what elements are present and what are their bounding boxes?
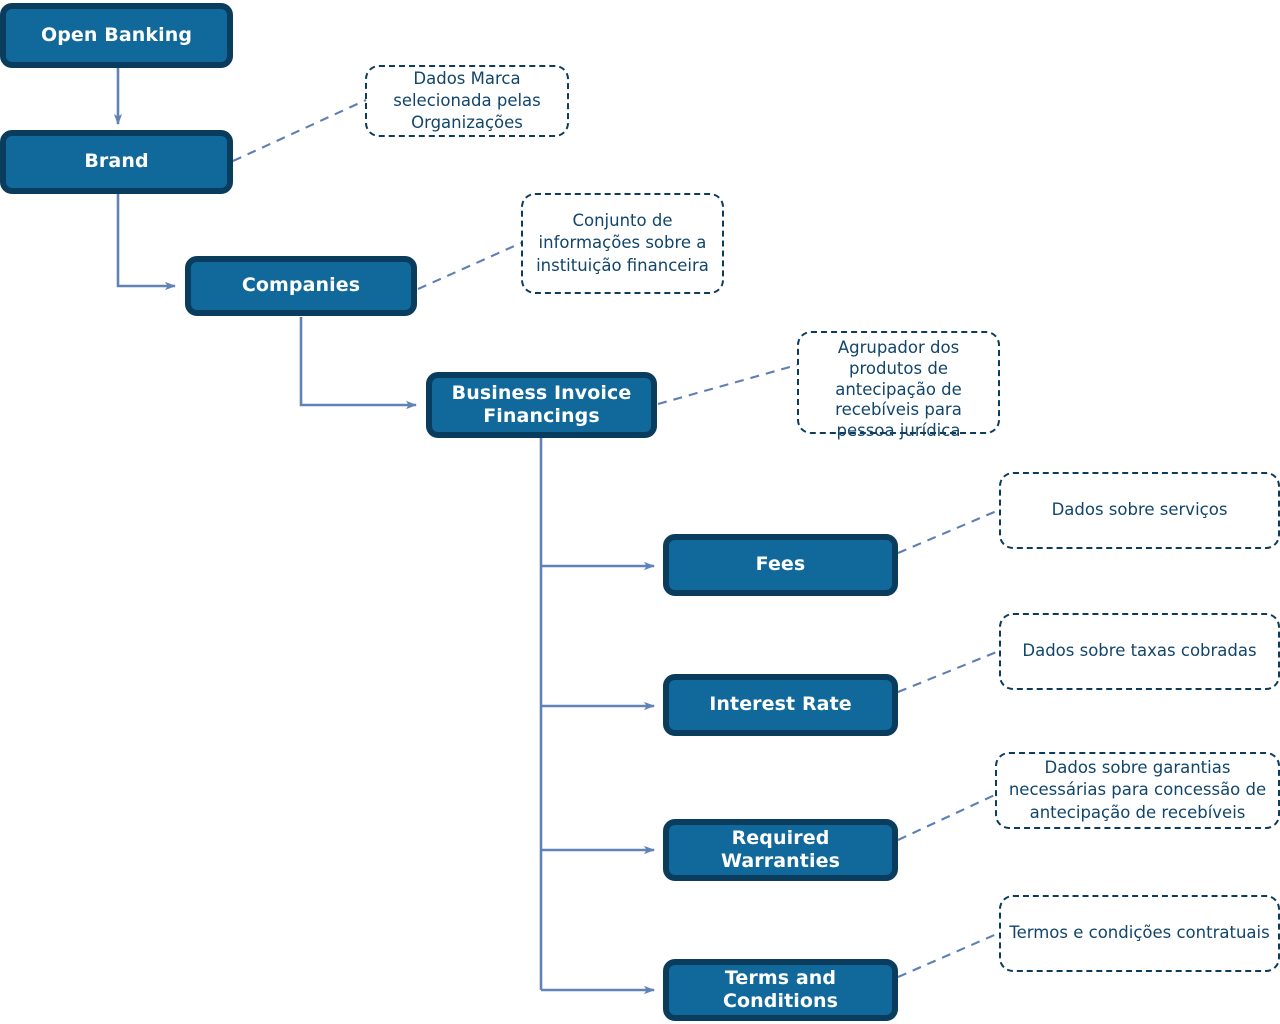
leader-interest-rate-note: [897, 650, 1000, 693]
callout-terms-note-text: Termos e condições contratuais: [1009, 923, 1270, 943]
leader-companies-note: [417, 242, 522, 290]
edge-brand-companies: [116, 194, 176, 291]
node-brand[interactable]: Brand: [0, 130, 233, 194]
callout-companies-note-text: Conjunto de informações sobre a institui…: [536, 211, 709, 275]
callout-brand-note: Dados Marca selecionada pelas Organizaçõ…: [365, 65, 569, 137]
callout-interest-rate-note-text: Dados sobre taxas cobradas: [1022, 641, 1257, 661]
callout-brand-note-text: Dados Marca selecionada pelas Organizaçõ…: [393, 68, 541, 133]
node-business-invoice-financings-label: Business Invoice Financings: [451, 381, 632, 427]
leader-bif-note: [657, 363, 798, 406]
node-terms-and-conditions[interactable]: Terms and Conditions: [663, 959, 898, 1021]
callout-required-warranties-note: Dados sobre garantias necessárias para c…: [995, 752, 1280, 829]
callout-interest-rate-note: Dados sobre taxas cobradas: [999, 613, 1280, 690]
leader-fees-note: [897, 509, 1000, 554]
leader-required-warranties-note: [897, 792, 1000, 841]
node-fees-label: Fees: [755, 553, 806, 576]
edge-companies-bif: [299, 317, 417, 410]
callout-fees-note: Dados sobre serviços: [999, 472, 1280, 549]
node-required-warranties[interactable]: Required Warranties: [663, 819, 898, 881]
callout-fees-note-text: Dados sobre serviços: [1051, 500, 1228, 520]
callout-terms-note: Termos e condições contratuais: [999, 895, 1280, 972]
node-companies[interactable]: Companies: [185, 256, 417, 316]
leader-brand-note: [232, 99, 367, 162]
node-required-warranties-label: Required Warranties: [721, 826, 840, 872]
leader-terms-note: [897, 932, 1000, 978]
callout-bif-note-text: Agrupador dos produtos de antecipação de…: [835, 338, 962, 441]
node-companies-label: Companies: [241, 274, 361, 297]
node-interest-rate[interactable]: Interest Rate: [663, 674, 898, 736]
node-terms-and-conditions-label: Terms and Conditions: [722, 966, 839, 1012]
callout-bif-note: Agrupador dos produtos de antecipação de…: [797, 331, 1000, 440]
callout-companies-note: Conjunto de informações sobre a institui…: [521, 193, 724, 294]
node-open-banking[interactable]: Open Banking: [0, 3, 233, 68]
node-interest-rate-label: Interest Rate: [709, 693, 852, 716]
node-business-invoice-financings[interactable]: Business Invoice Financings: [426, 372, 657, 438]
callout-required-warranties-note-text: Dados sobre garantias necessárias para c…: [1008, 758, 1267, 822]
node-brand-label: Brand: [84, 150, 149, 173]
node-open-banking-label: Open Banking: [40, 23, 193, 46]
node-fees[interactable]: Fees: [663, 534, 898, 596]
